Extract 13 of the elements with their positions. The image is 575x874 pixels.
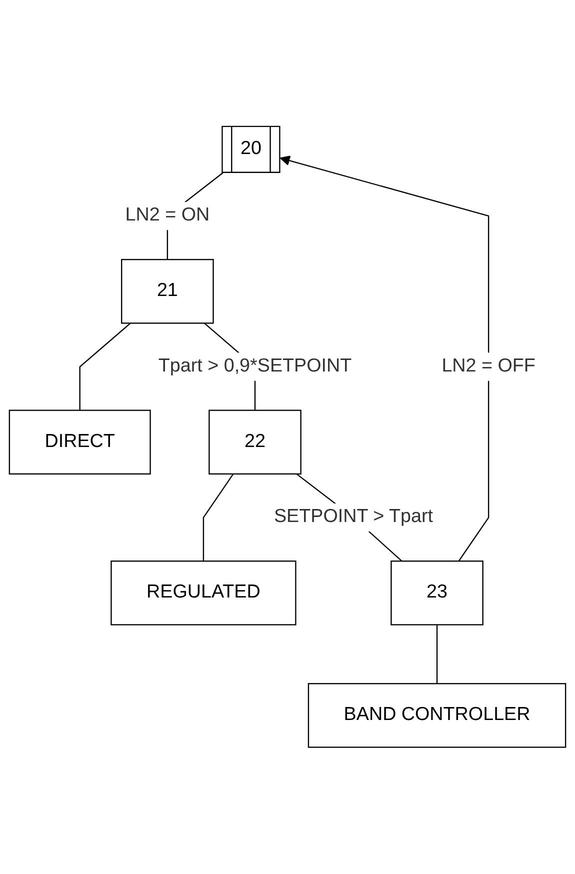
connector: [436, 624, 438, 684]
edge-label: SETPOINT > Tpart: [274, 507, 434, 528]
connector: [202, 474, 234, 562]
node-box: 23: [390, 560, 484, 626]
node-box: 21: [121, 259, 214, 324]
node-box: BAND CONTROLLER: [308, 683, 566, 748]
edge-label: Tpart > 0,9*SETPOINT: [158, 356, 352, 376]
node-box: REGULATED: [110, 560, 296, 626]
connector: [79, 322, 131, 410]
edge-label: LN2 = OFF: [442, 356, 536, 376]
node-box: 22: [208, 410, 302, 475]
node-box: DIRECT: [8, 410, 151, 475]
edge-label: LN2 = ON: [125, 206, 210, 226]
